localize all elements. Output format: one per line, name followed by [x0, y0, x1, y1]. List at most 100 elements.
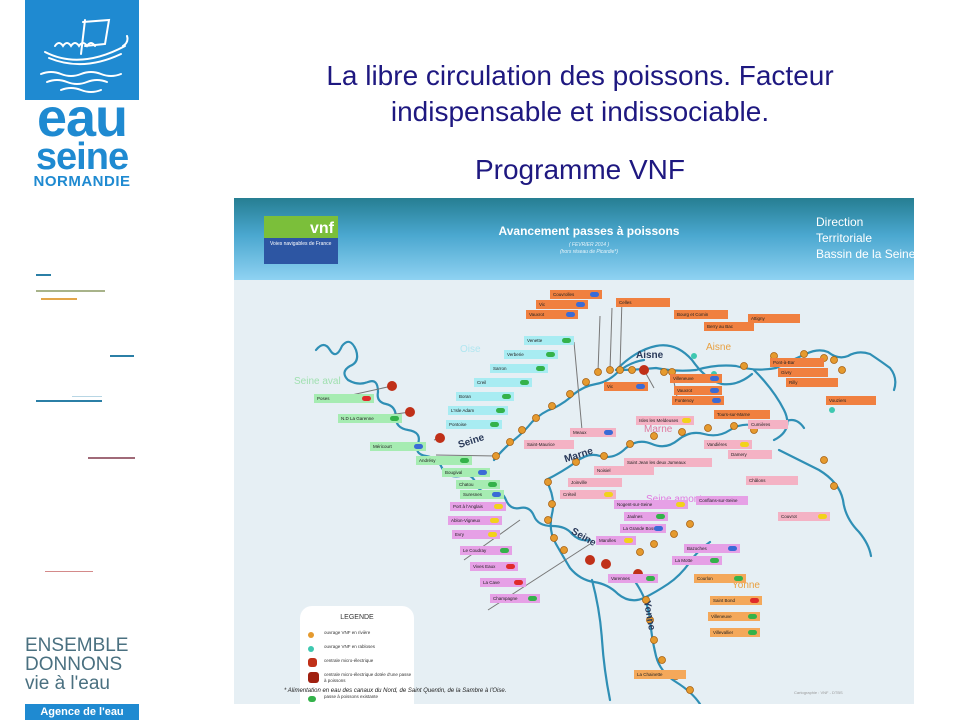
site-label: Fontenoy [672, 396, 724, 405]
site-label: Pontoise [446, 420, 502, 429]
fish-pass-map: vnf Voies navigables de France Avancemen… [234, 198, 914, 704]
site-label: Châlons [746, 476, 798, 485]
map-date-value: ( FEVRIER 2014 ) [568, 242, 610, 248]
decor-line [88, 457, 135, 459]
map-date: ( FEVRIER 2014 ) (hors réseau de Picardi… [434, 242, 744, 256]
river-label: Oise [460, 344, 481, 355]
map-legend: LEGENDE ouvrage VNF en rivière ouvrage V… [300, 606, 414, 704]
direction-line3: Bassin de la Seine [816, 247, 914, 261]
site-label: La Motte [672, 556, 722, 565]
site-label: Vandières [704, 440, 752, 449]
site-label: Berry au Bac [704, 322, 754, 331]
site-label: Villevallier [710, 628, 760, 637]
site-label: Villeneuve [708, 612, 760, 621]
slogan-line1: ENSEMBLE [25, 635, 129, 656]
viking-ship-icon [40, 18, 129, 93]
map-header: vnf Voies navigables de France Avancemen… [234, 198, 914, 280]
site-label: Bazoches [684, 544, 740, 553]
slide-subtitle: Programme VNF [474, 154, 686, 185]
site-label: Vic [536, 300, 588, 309]
vnf-logo-text: vnf [310, 220, 334, 237]
site-label: Vouziers [826, 396, 876, 405]
site-label: Givry [778, 368, 828, 377]
logo-seine: seine [35, 136, 129, 178]
site-label: Marolles [596, 536, 636, 545]
logo-ship-box [25, 0, 139, 100]
decor-line [41, 298, 77, 300]
logo-wordmark: eau seine NORMANDIE [22, 88, 142, 190]
site-label: Creil [474, 378, 532, 387]
direction-line1: Direction [816, 215, 864, 229]
decor-line [110, 355, 134, 357]
site-label: Pont-à-Bar [770, 358, 824, 367]
site-label: Poses [314, 394, 374, 403]
site-label: Ablon-Vigneux [448, 516, 502, 525]
site-label: Celles [616, 298, 670, 307]
site-label: Courlon [694, 574, 746, 583]
site-label: Andrésy [416, 456, 472, 465]
legend-title: LEGENDE [340, 614, 374, 621]
logo-normandie: NORMANDIE [33, 173, 131, 190]
logo-eau: eau [36, 88, 128, 148]
agency-badge: Agence de l'eau [25, 704, 139, 720]
site-label: Bougival [442, 468, 490, 477]
decor-line [36, 274, 51, 276]
site-label: Saint Bond [710, 596, 762, 605]
slogan-line3: vie à l'eau [25, 673, 110, 694]
site-label: La Grande Bosse [620, 524, 666, 533]
site-label: Tours-sur-Marne [714, 410, 770, 419]
site-label: Cumières [748, 420, 788, 429]
site-label: Saint-Maurice [524, 440, 574, 449]
map-footnote: * Alimentation en eau des canaux du Nord… [284, 688, 507, 694]
site-label: Jaulnes [624, 512, 668, 521]
vnf-logo-subtext: Voies navigables de France [270, 241, 332, 247]
site-label: Varennes [608, 574, 658, 583]
river-label: Aisne [706, 342, 732, 353]
site-label: Vic [604, 382, 648, 391]
site-label: Noisiel [594, 466, 654, 475]
site-label: Attigny [748, 314, 800, 323]
map-title: Avancement passes à poissons [498, 224, 680, 238]
site-label: Saint Jean les deux Jumeaux [624, 458, 712, 467]
site-label: Champagne [490, 594, 540, 603]
site-label: N.D La Garenne [338, 414, 402, 423]
site-label: La Chainette [634, 670, 686, 679]
site-label: Couvrolles [550, 290, 602, 299]
site-label: Venette [524, 336, 574, 345]
map-credit: Cartographie : VNF - DTBS [794, 690, 843, 695]
site-label: Vives Eaux [470, 562, 518, 571]
site-label: Conflans-sur-Seine [696, 496, 748, 505]
site-label: Isles les Meldeuses [636, 416, 694, 425]
vnf-logo: vnf Voies navigables de France [264, 216, 338, 264]
site-label: Nogent-sur-Seine [614, 500, 688, 509]
map-body: Seine aval Oise Seine Aisne Aisne Marne … [234, 280, 914, 704]
map-date-note: (hors réseau de Picardie*) [559, 249, 619, 255]
decor-line [36, 290, 105, 292]
river-label: Yonne [732, 580, 760, 591]
site-label: Rilly [786, 378, 838, 387]
slogan-line2: DONNONS [25, 654, 123, 675]
site-label: Meaux [570, 428, 616, 437]
decor-line [72, 396, 102, 397]
site-label: L'Isle Adam [448, 406, 508, 415]
direction-territoriale: Direction Territoriale Bassin de la Sein… [816, 214, 914, 262]
site-label: Damery [728, 450, 772, 459]
site-label: Sarron [490, 364, 548, 373]
site-label: Villeneuve [670, 374, 722, 383]
site-label: Bourg et Comin [674, 310, 728, 319]
slide-title: La libre circulation des poissons. Facte… [326, 60, 834, 127]
site-label: Boran [456, 392, 514, 401]
direction-line2: Territoriale [816, 231, 873, 245]
site-label: Verberie [504, 350, 558, 359]
site-label: Evry [452, 530, 500, 539]
slogan: ENSEMBLE DONNONS vie à l'eau [25, 636, 145, 693]
site-label: Couvrot [778, 512, 830, 521]
site-label: Chatou [456, 480, 500, 489]
site-label: Suresnes [460, 490, 504, 499]
river-label: Marne [644, 424, 673, 435]
river-label: Seine amont [646, 494, 703, 505]
site-label: Créteil [560, 490, 616, 499]
river-label: Aisne [636, 350, 664, 361]
site-label: Le Coudray [460, 546, 512, 555]
decor-line [36, 400, 102, 402]
